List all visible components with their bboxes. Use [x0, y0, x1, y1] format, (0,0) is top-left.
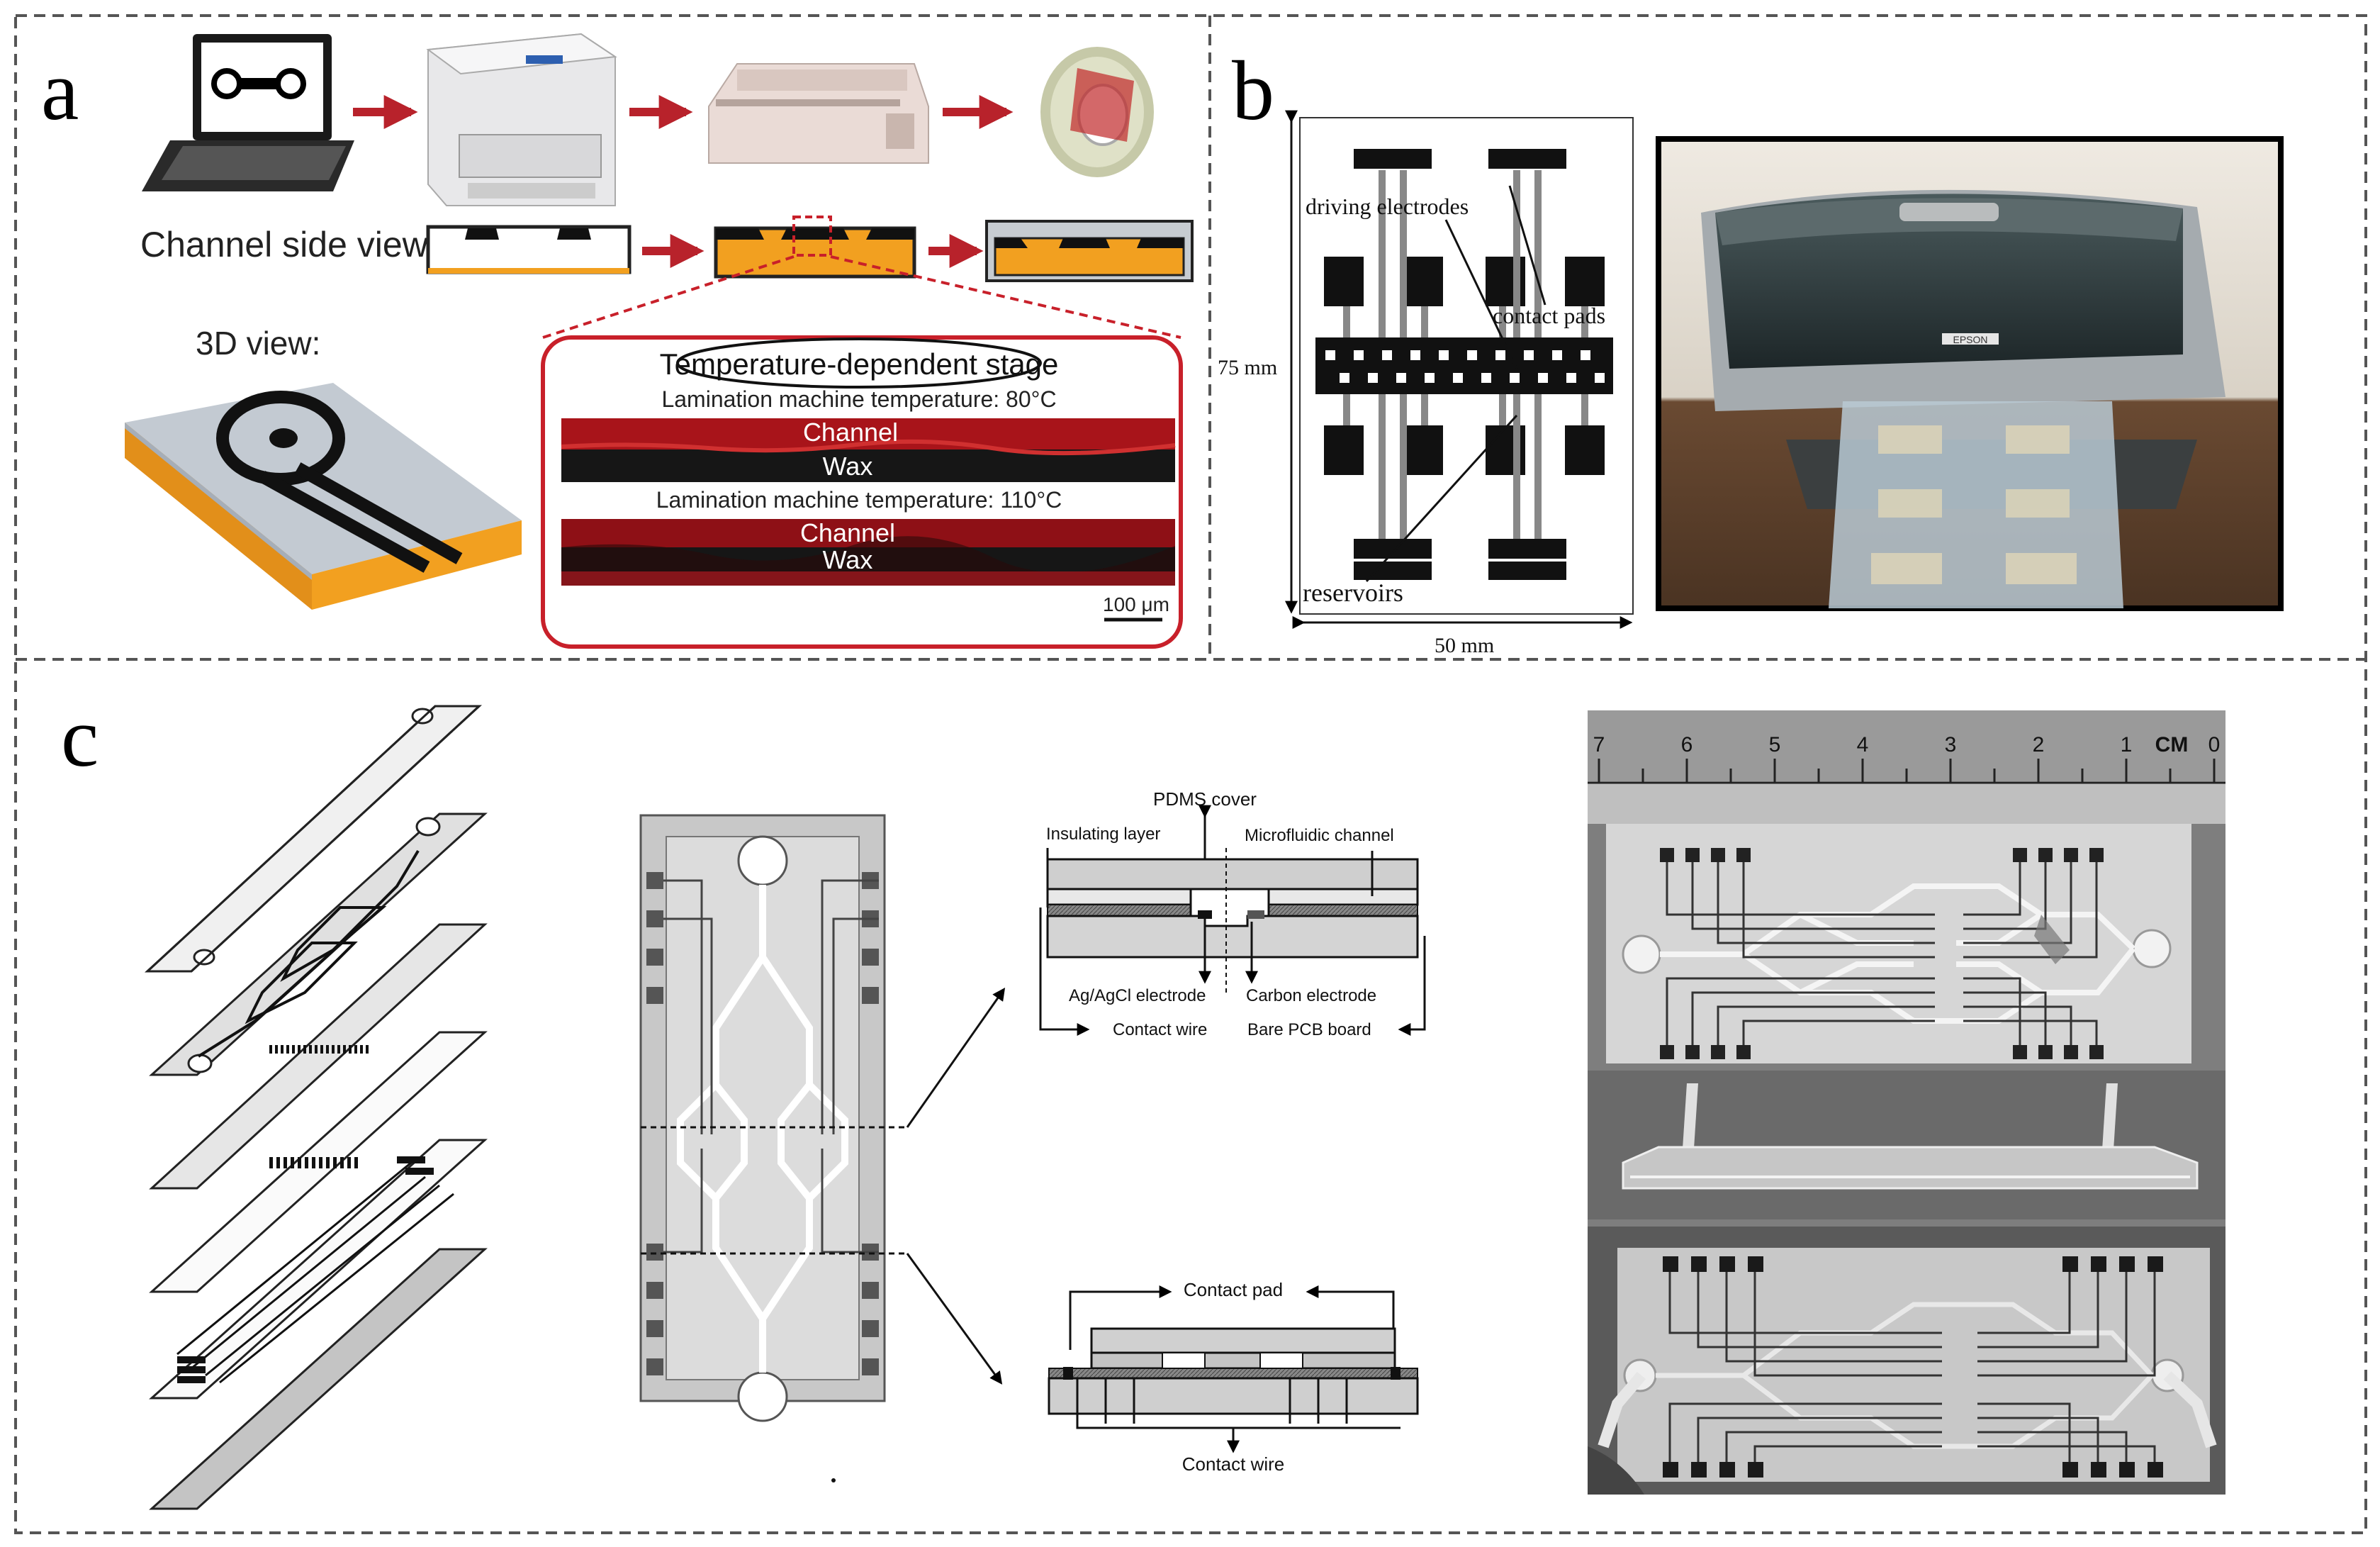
device-3d-render	[125, 383, 522, 610]
contact-wire-label-2: Contact wire	[1182, 1453, 1285, 1475]
stage-title: Temperature-dependent stage	[660, 347, 1059, 381]
reservoirs-leader	[1365, 414, 1518, 583]
panel-c-letter: c	[61, 690, 99, 784]
zoom-line-right	[830, 255, 1181, 339]
view-3d-label: 3D view:	[196, 325, 320, 362]
device-photos: 0 1 2 3 4 5 6 7 CM	[1588, 710, 2225, 1495]
outer-frame	[14, 14, 2367, 1534]
stray-dot	[831, 1478, 836, 1482]
microfluidic-channel-label: Microfluidic channel	[1245, 826, 1394, 845]
side-view-step-3	[985, 220, 1194, 282]
ruler-number-4: 4	[1857, 733, 1869, 756]
contact-pad-label: Contact pad	[1184, 1279, 1283, 1300]
printer-icon	[426, 33, 617, 206]
driving-electrodes-leader	[1444, 219, 1518, 369]
channel-label-80: Channel	[803, 418, 898, 447]
contact-pads-leader	[1508, 185, 1547, 306]
bare-pcb-label: Bare PCB board	[1247, 1020, 1371, 1039]
panel-b-letter: b	[1232, 43, 1274, 138]
side-view-step-1	[426, 225, 632, 274]
pdms-cover-label: PDMS cover	[1153, 788, 1257, 810]
scale-bar-label: 100 μm	[1103, 593, 1169, 615]
ruler-number-1: 1	[2121, 733, 2133, 756]
height-label: 75 mm	[1218, 356, 1277, 379]
panel-c: c	[61, 690, 2225, 1510]
temperature-stage-box: Temperature-dependent stage Lamination m…	[541, 335, 1183, 649]
zoom-line-left	[542, 255, 795, 339]
wax-label-80: Wax	[823, 452, 873, 481]
width-label: 50 mm	[1435, 634, 1494, 657]
insulating-layer-label: Insulating layer	[1046, 825, 1160, 844]
ruler-number-7: 7	[1593, 733, 1605, 756]
cross-section-1: PDMS cover Insulating layer Microfluidic…	[1039, 788, 1426, 1039]
ruler-number-3: 3	[1945, 733, 1957, 756]
ruler-number-6: 6	[1681, 733, 1693, 756]
zoom-box	[792, 216, 832, 257]
reservoirs-label: reservoirs	[1303, 579, 1403, 607]
panel-b: b	[1218, 43, 2284, 657]
electrode-layout-drawing: driving electrodes contact pads reservoi…	[1218, 110, 1634, 657]
panel-frames	[14, 14, 2367, 1534]
contact-wire-label-1: Contact wire	[1113, 1020, 1207, 1039]
laptop-icon	[142, 34, 354, 191]
driving-electrodes-label: driving electrodes	[1306, 194, 1469, 219]
contact-pads-label: contact pads	[1493, 303, 1605, 328]
device-side-photo	[1588, 1071, 2225, 1219]
panel-a-letter: a	[41, 43, 79, 138]
ruler-unit: CM	[2155, 733, 2189, 756]
exploded-layer-stack	[145, 705, 488, 1510]
temp-110-label: Lamination machine temperature: 110°C	[656, 487, 1062, 513]
device-bottom-photo	[1588, 1227, 2225, 1495]
inkjet-printer-photo: EPSON	[1656, 136, 2284, 611]
side-view-step-2	[714, 216, 916, 279]
ruler: 0 1 2 3 4 5 6 7 CM	[1588, 710, 2225, 824]
channel-label-110: Channel	[800, 518, 895, 547]
ruler-number-2: 2	[2033, 733, 2045, 756]
laminator-icon	[708, 63, 929, 164]
wax-label-110: Wax	[823, 545, 873, 574]
ag-agcl-electrode-label: Ag/AgCl electrode	[1069, 986, 1206, 1005]
callout-arrow-1	[906, 988, 1006, 1128]
panel-a: a	[41, 33, 1194, 649]
chip-top-view	[639, 814, 907, 1422]
device-top-photo	[1606, 824, 2191, 1063]
temp-80-label: Lamination machine temperature: 80°C	[661, 386, 1056, 412]
carbon-electrode-label: Carbon electrode	[1246, 986, 1376, 1005]
tape-roll-icon	[1040, 47, 1154, 177]
ruler-number-5: 5	[1769, 733, 1781, 756]
callout-arrow-2	[906, 1253, 1003, 1385]
printer-brand-label: EPSON	[1953, 334, 1987, 345]
ruler-number-0: 0	[2208, 733, 2221, 756]
cross-section-2: Contact pad Contact wire	[1048, 1279, 1419, 1475]
side-view-label: Channel side view:	[140, 225, 438, 264]
